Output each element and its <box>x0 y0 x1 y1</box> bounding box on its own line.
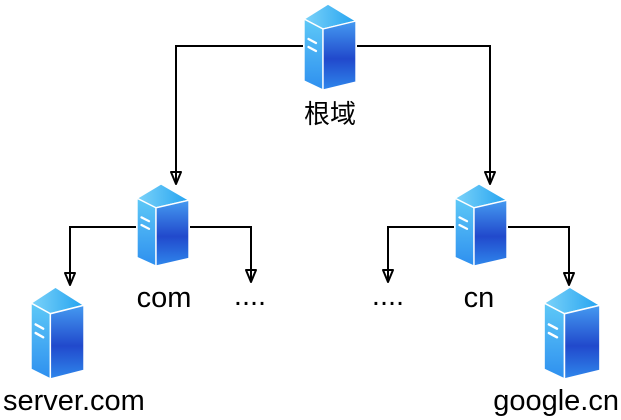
connector-com-servercom <box>64 226 136 286</box>
server-icon-servercom <box>30 286 85 380</box>
googlecn-label: google.cn <box>493 385 619 417</box>
dots-left-label: .... <box>233 280 267 312</box>
server-icon-cn <box>454 183 508 267</box>
connector-cn-dots <box>382 226 454 283</box>
connector-cn-googlecn <box>508 226 575 286</box>
com-label: com <box>136 282 192 314</box>
server-icon-googlecn <box>543 286 601 380</box>
connector-root-com <box>170 45 303 185</box>
server-icon-com <box>136 183 190 267</box>
connector-root-cn <box>357 45 496 185</box>
root-label: 根域 <box>303 99 357 129</box>
connector-com-dots <box>190 226 257 283</box>
cn-label: cn <box>463 282 495 314</box>
dots-right-label: .... <box>371 280 405 312</box>
server-icon-root <box>303 3 357 91</box>
servercom-label: server.com <box>3 385 145 417</box>
